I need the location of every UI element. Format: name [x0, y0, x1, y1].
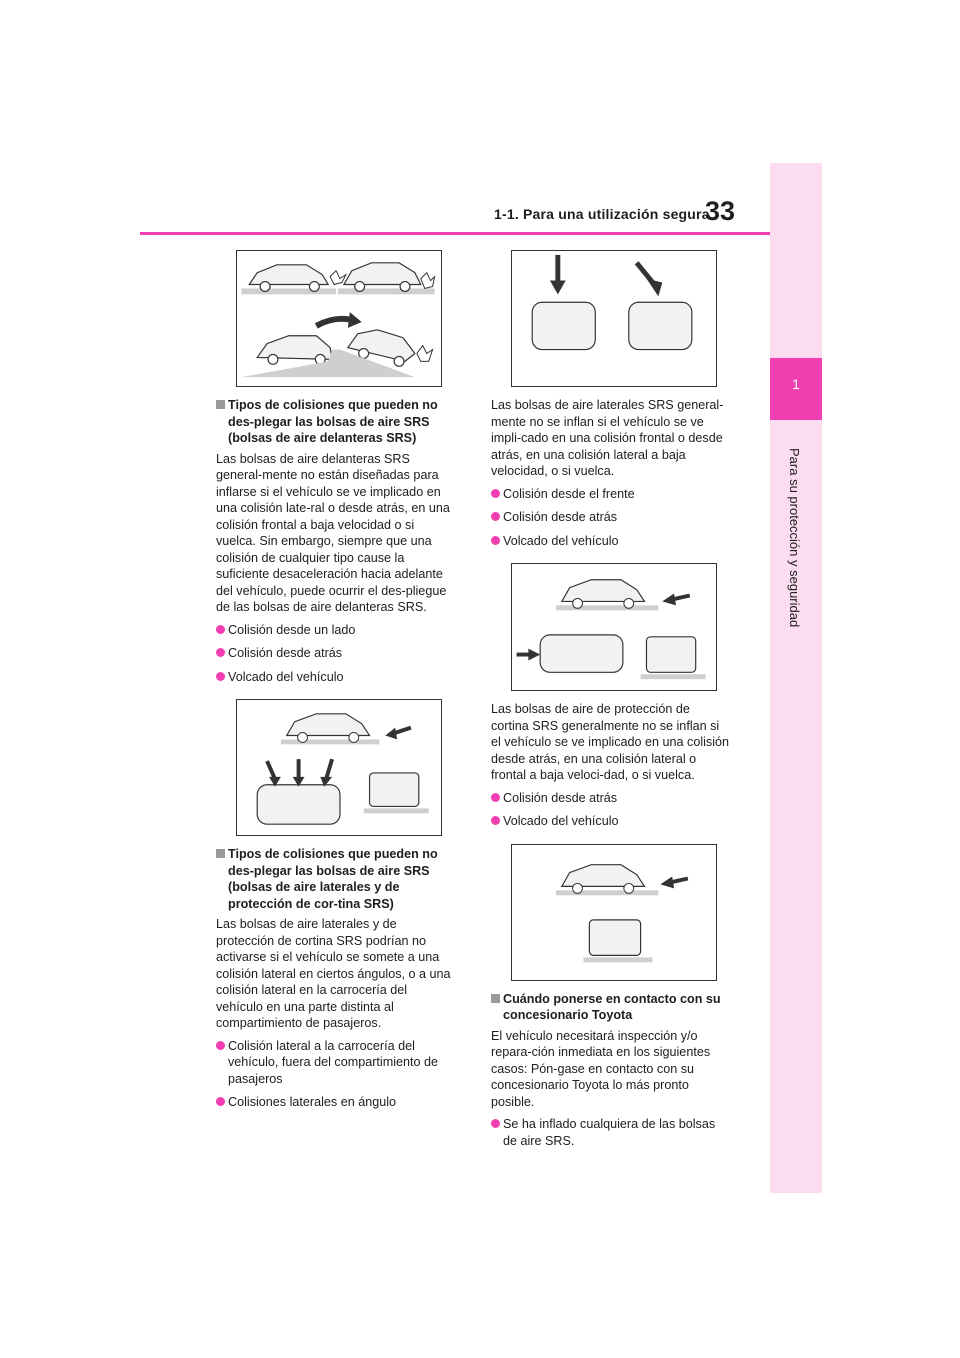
bullet-icon	[216, 1097, 225, 1106]
illustration-side-airbag-crash-scenarios	[236, 699, 442, 836]
bullet-icon	[491, 792, 500, 802]
chapter-tab	[770, 163, 822, 1193]
chapter-number: 1	[792, 376, 800, 392]
paragraph: El vehículo necesitará inspección y/o re…	[491, 1028, 711, 1109]
paragraph: Las bolsas de aire laterales SRS general…	[491, 398, 724, 478]
bullet-item: Colisión desde atrás	[491, 790, 731, 807]
bullet-icon	[491, 488, 500, 498]
bullet-icon	[491, 512, 500, 521]
bullet-icon	[216, 1040, 225, 1050]
bullet-item: Colisión desde atrás	[216, 645, 456, 662]
paragraph: Las bolsas de aire delanteras SRS genera…	[216, 451, 450, 615]
illustration-side-airbag-frontal-impacts	[511, 250, 717, 387]
bullet-item: Se ha inflado cualquiera de las bolsas d…	[491, 1116, 731, 1149]
bullet-item: Volcado del vehículo	[491, 813, 731, 830]
page-number: 33	[705, 196, 736, 226]
chapter-tab-marker	[770, 358, 822, 420]
heading-square-icon	[216, 400, 225, 409]
bullet-item: Volcado del vehículo	[216, 669, 456, 686]
section-heading-side-curtain-airbags: Tipos de colisiones que pueden no des-pl…	[216, 846, 456, 912]
bullet-icon	[216, 624, 225, 634]
bullet-item: Colisión lateral a la carrocería del veh…	[216, 1038, 456, 1088]
bullet-icon	[491, 1119, 500, 1128]
bullet-icon	[491, 535, 500, 545]
paragraph: Las bolsas de aire laterales y de protec…	[216, 917, 451, 1030]
bullet-item: Colisión desde el frente	[491, 486, 731, 503]
left-column: Tipos de colisiones que pueden no des-pl…	[216, 250, 456, 1118]
bullet-item: Volcado del vehículo	[491, 533, 731, 550]
illustration-side-airbag-rear-impacts	[511, 563, 717, 691]
illustration-frontal-crash-scenarios	[236, 250, 442, 387]
illustration-curtain-airbag-impacts	[511, 843, 717, 981]
car-collision-illustration	[531, 254, 693, 351]
section-title: 1-1. Para una utilización segura	[494, 206, 710, 222]
paragraph: Las bolsas de aire de protección de cort…	[491, 702, 730, 782]
heading-square-icon	[491, 993, 500, 1003]
bullet-item: Colisión desde un lado	[216, 622, 456, 639]
chapter-label: Para su protección y seguridad	[787, 448, 802, 628]
right-column: Las bolsas de aire laterales SRS general…	[491, 250, 731, 1156]
bullet-item: Colisión desde atrás	[491, 509, 731, 526]
chapter-label-box: Para su protección y seguridad	[773, 448, 819, 748]
section-heading-contact-dealer: Cuándo ponerse en contacto con su conces…	[491, 991, 731, 1024]
heading-square-icon	[216, 849, 225, 858]
car-collision-illustration	[555, 863, 689, 962]
bullet-icon	[216, 671, 225, 681]
car-collision-illustration	[256, 713, 429, 825]
car-collision-illustration	[241, 262, 436, 378]
header-rule	[140, 232, 770, 235]
bullet-icon	[491, 816, 500, 825]
section-heading-front-airbags: Tipos de colisiones que pueden no des-pl…	[216, 397, 456, 447]
car-collision-illustration	[516, 579, 706, 680]
bullet-item: Colisiones laterales en ángulo	[216, 1094, 456, 1111]
bullet-icon	[216, 648, 225, 657]
